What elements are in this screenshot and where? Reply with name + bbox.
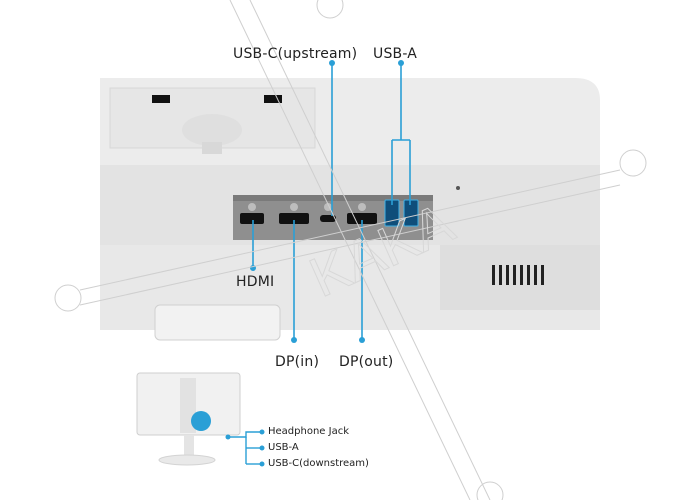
- label-usb-a-top: USB-A: [373, 46, 418, 62]
- label-headphone-jack: Headphone Jack: [268, 426, 349, 437]
- usb-c-upstream-port: [320, 215, 336, 222]
- usb-a-port-2: [403, 199, 419, 227]
- monitor-body: [100, 78, 600, 341]
- side-callout-dots: [225, 429, 265, 467]
- side-callout-lines: [228, 431, 262, 465]
- mount-clip-left: [152, 95, 170, 103]
- label-usb-a-side: USB-A: [268, 442, 299, 453]
- label-usb-c-upstream: USB-C(upstream): [233, 46, 358, 62]
- hdmi-port: [240, 213, 264, 224]
- stand-base: [154, 304, 281, 341]
- watermark: [54, 0, 647, 504]
- side-port-highlight: [191, 411, 211, 431]
- label-dp-in: DP(in): [275, 354, 320, 370]
- port-panel: [233, 195, 433, 240]
- callout-lines: [252, 63, 411, 340]
- monitor-thumbnail: [136, 372, 241, 466]
- mount-clip-right: [264, 95, 282, 103]
- dp-out-port: [347, 213, 377, 224]
- label-usb-c-downstream: USB-C(downstream): [268, 458, 369, 469]
- label-dp-out: DP(out): [339, 354, 394, 370]
- dp-in-port: [279, 213, 309, 224]
- vent-slots: [492, 265, 544, 285]
- label-hdmi: HDMI: [236, 274, 275, 290]
